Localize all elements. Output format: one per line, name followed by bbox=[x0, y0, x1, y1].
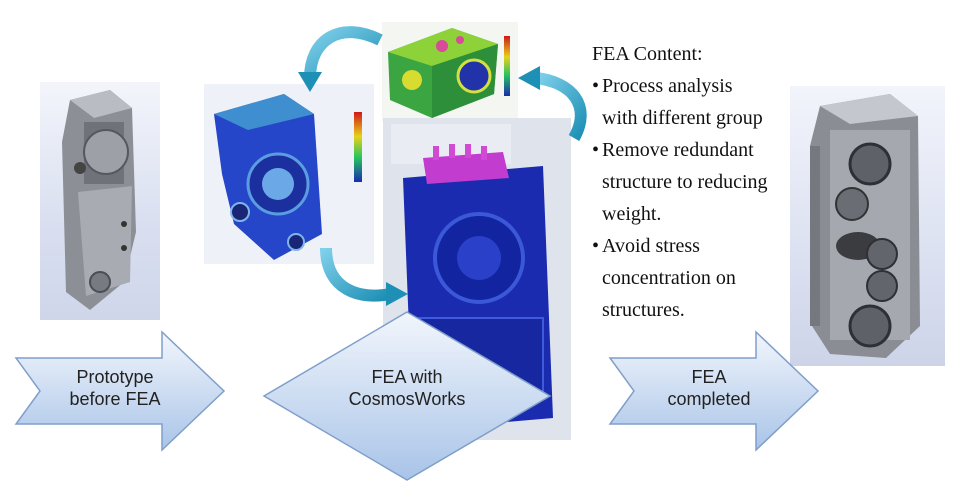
fea-content-heading: FEA Content: bbox=[592, 43, 703, 65]
step-label-prototype: Prototype before FEA bbox=[69, 367, 161, 409]
step-arrow-prototype bbox=[14, 330, 226, 452]
cycle-arrow-bottom bbox=[320, 247, 392, 302]
fea-content-list: FEA Content: • Process analysis with dif… bbox=[592, 38, 812, 326]
final-design-image bbox=[790, 86, 945, 366]
fea-stress-render-2 bbox=[382, 22, 518, 122]
step-arrow-completed bbox=[608, 330, 820, 452]
fea-model-2 bbox=[388, 28, 510, 118]
step-diamond-fea bbox=[262, 311, 552, 481]
step-label-completed: FEA completed bbox=[667, 367, 751, 409]
final-model bbox=[810, 94, 920, 358]
fea-model-1 bbox=[214, 94, 362, 260]
fea-content-item: • Process analysis bbox=[592, 70, 812, 102]
bullet: • bbox=[592, 139, 600, 161]
cycle-arrow-top-left bbox=[304, 26, 383, 79]
fea-content-item: • Avoid stress bbox=[592, 230, 812, 262]
bullet: • bbox=[592, 75, 600, 97]
fea-stress-render-1 bbox=[204, 84, 374, 264]
cycle-arrow-top-right-head bbox=[518, 66, 540, 90]
cycle-arrow-bottom-head bbox=[386, 282, 408, 306]
bullet: • bbox=[592, 235, 600, 257]
prototype-image bbox=[40, 82, 160, 320]
cycle-arrows bbox=[298, 26, 587, 306]
cycle-arrow-top-left-head bbox=[298, 72, 322, 92]
step-label-fea: FEA with CosmosWorks bbox=[348, 367, 466, 409]
prototype-model bbox=[62, 90, 136, 310]
fea-content-item: • Remove redundant bbox=[592, 134, 812, 166]
cycle-arrow-top-right bbox=[535, 72, 587, 141]
